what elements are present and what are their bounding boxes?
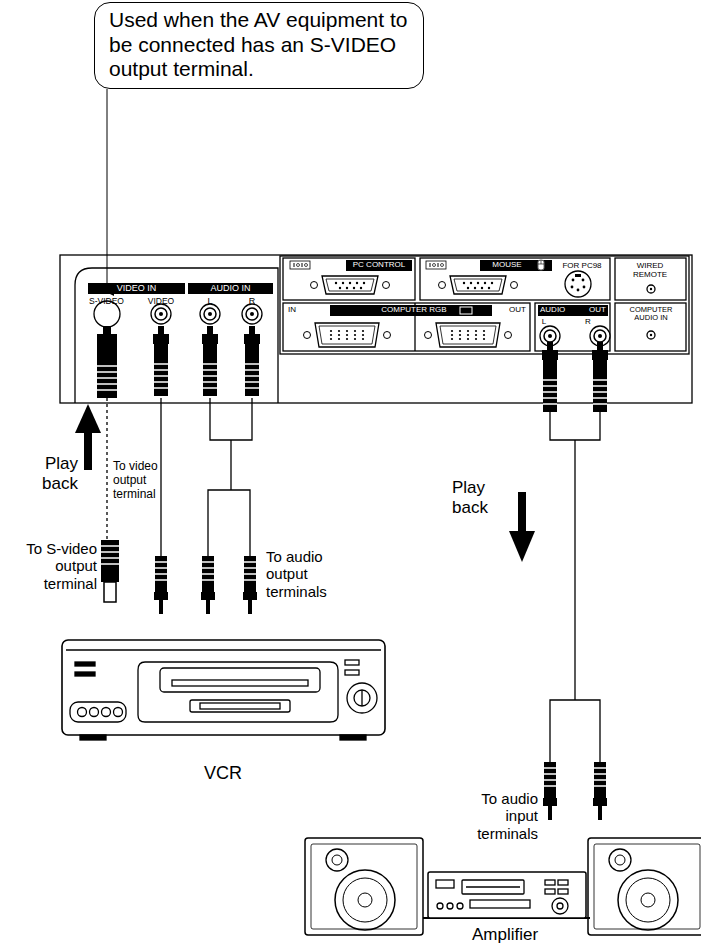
device-label: VCR (183, 763, 263, 784)
vcr-illustration (62, 640, 385, 740)
cable-note: To video output terminal (113, 460, 161, 501)
port-label: FOR PC98 (553, 262, 611, 271)
port-label: VIDEO (143, 297, 179, 306)
band-label: COMPUTER RGB (372, 306, 456, 315)
port-label: OUT (494, 306, 526, 315)
channel-label: R (246, 297, 258, 307)
band-label: VIDEO IN (88, 284, 185, 294)
cable-note: To audio input terminals (464, 790, 538, 842)
cable-note: To audio output terminals (266, 548, 334, 600)
port-label: S-VIDEO (89, 297, 133, 306)
plugs (97, 326, 608, 820)
band-label: OUT (578, 306, 606, 315)
port-label: WIRED REMOTE (626, 262, 674, 280)
cable-note: To S-video output terminal (2, 540, 97, 592)
direction-label: Play back (452, 478, 504, 517)
band-label: PC CONTROL (346, 261, 412, 270)
channel-label: L (204, 297, 216, 307)
channel-label: R (582, 318, 594, 327)
audio-system-illustration (305, 838, 701, 935)
playback-arrows (75, 404, 535, 562)
terminals (94, 271, 655, 347)
band-label: AUDIO IN (188, 284, 273, 294)
port-label: IN (288, 306, 310, 315)
panel-icons (290, 260, 544, 314)
channel-label: L (538, 318, 550, 327)
port-label: COMPUTER AUDIO IN (624, 306, 678, 323)
callout-text: Used when the AV equipment to be connect… (109, 8, 411, 82)
device-label: Amplifier (450, 925, 560, 945)
callout-bubble: Used when the AV equipment to be connect… (94, 2, 424, 89)
leader-line (107, 89, 108, 292)
band-label: MOUSE (481, 261, 533, 270)
direction-label: Play back (26, 454, 78, 493)
band-label: AUDIO (540, 306, 572, 315)
